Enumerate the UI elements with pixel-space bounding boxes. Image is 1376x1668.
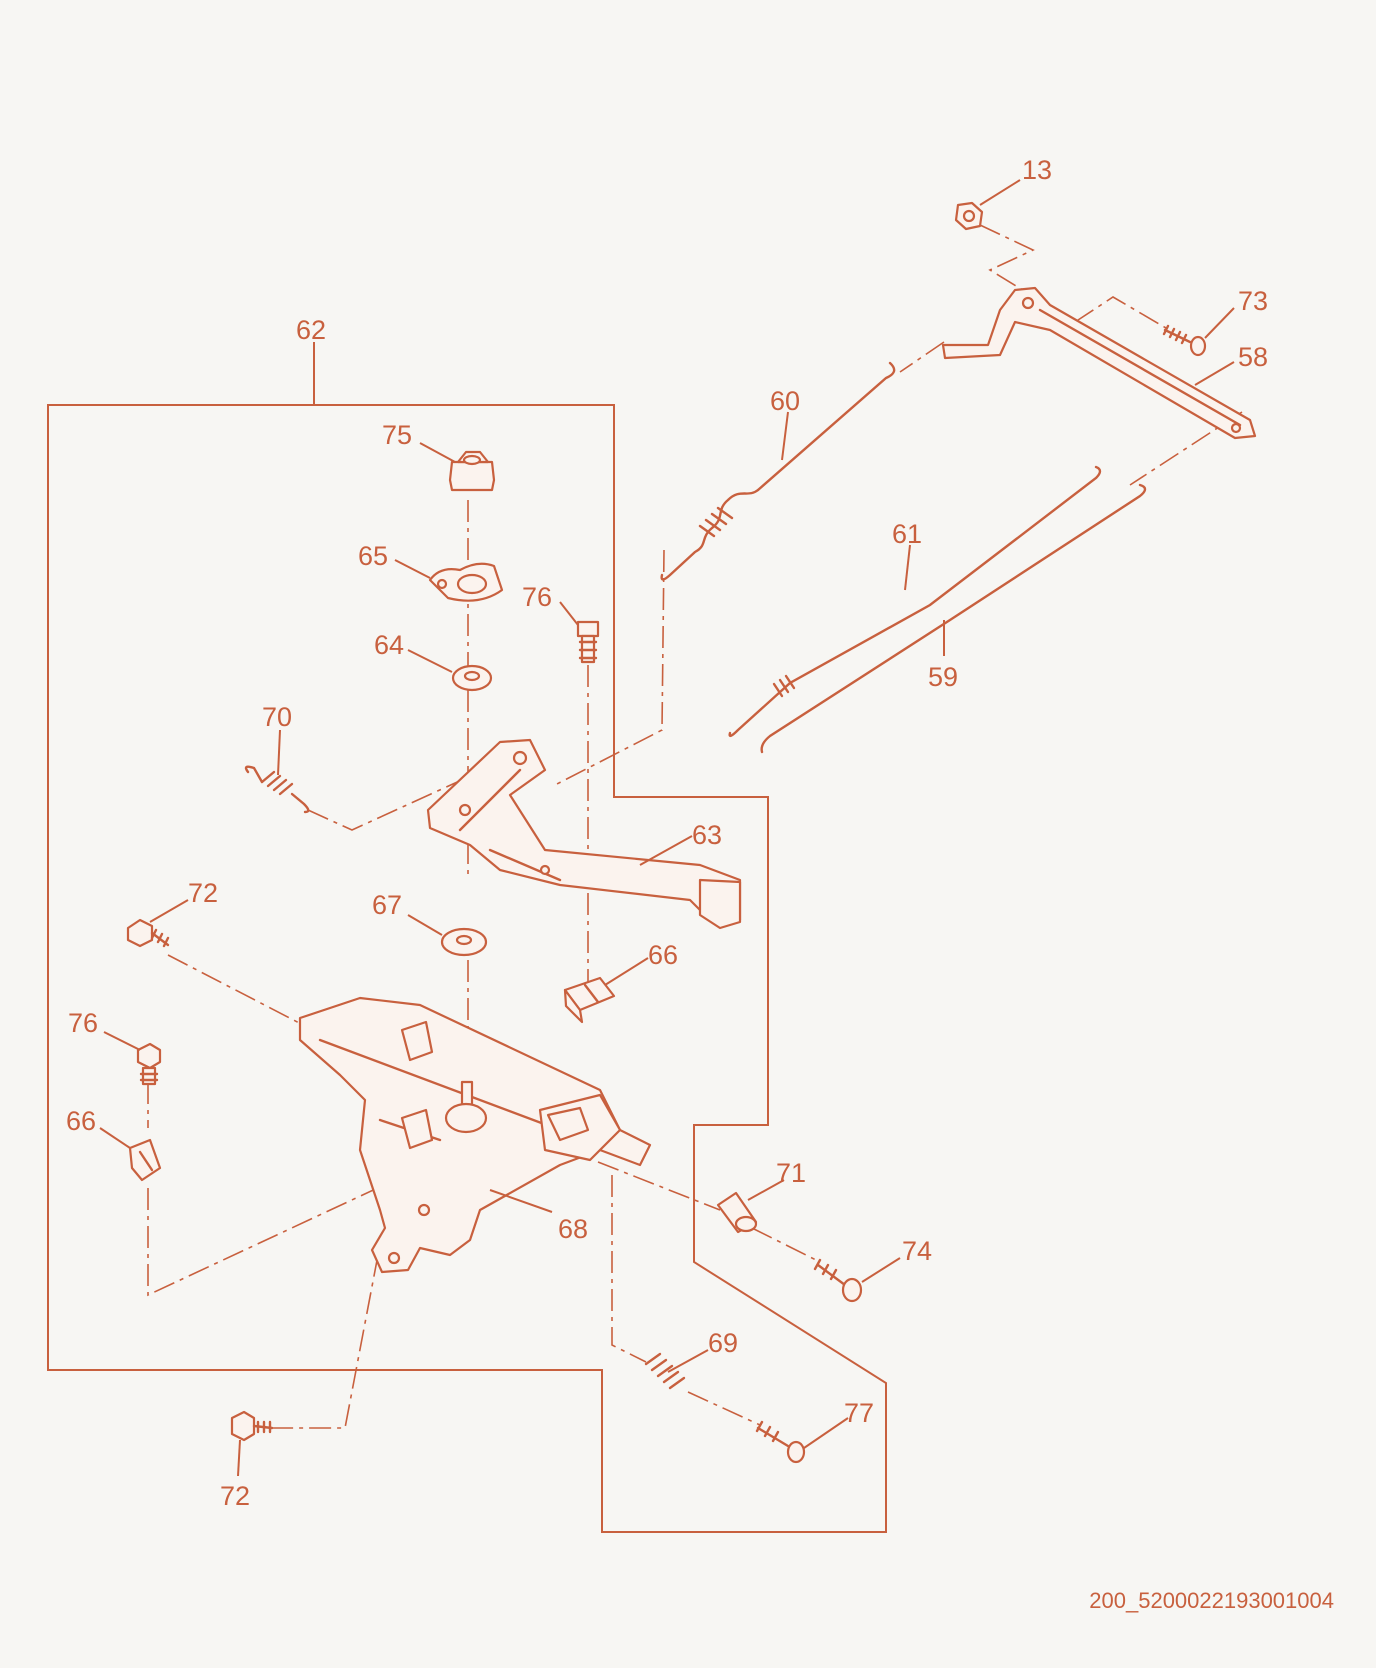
part-76-bolt-left [136,1042,162,1086]
callout-68: 68 [558,1214,588,1244]
drawing-code: 200_5200022193001004 [1089,1588,1334,1613]
part-67-washer [440,927,488,957]
part-66-clip-left [128,1138,162,1182]
part-69-spring [644,1352,686,1390]
callout-60: 60 [770,386,800,416]
part-68-bracket [298,996,652,1274]
callout-66-left: 66 [66,1106,96,1136]
part-72-bolt-upper [126,918,170,948]
part-59-choke-rod [760,483,1147,754]
part-74-screw [813,1258,863,1303]
callout-63: 63 [692,820,722,850]
assembly-outline-62 [47,404,887,1533]
callout-75: 75 [382,420,412,450]
part-60-governor-rod [660,361,896,581]
callout-13: 13 [1022,155,1052,185]
callout-61: 61 [892,519,922,549]
part-63-governor-lever [426,738,742,930]
callout-labels: 13 73 58 60 61 59 62 75 65 76 64 70 63 7… [66,155,1268,1511]
part-65-plate [428,562,504,602]
part-73-screw [1162,324,1207,357]
part-72-bolt-lower [230,1410,274,1442]
callout-67: 67 [372,890,402,920]
callout-62: 62 [296,315,326,345]
part-77-screw [755,1420,806,1464]
callout-74: 74 [902,1236,932,1266]
callout-70: 70 [262,702,292,732]
callout-77: 77 [844,1398,874,1428]
part-58-control-lever [941,286,1257,440]
callout-66-upper: 66 [648,940,678,970]
callout-73: 73 [1238,286,1268,316]
part-64-washer [451,664,493,692]
part-13-nut [954,201,984,231]
part-71-spacer [716,1191,758,1234]
leader-lines [99,179,1235,1477]
callout-58: 58 [1238,342,1268,372]
part-70-spring [244,765,310,814]
callout-76-left: 76 [68,1008,98,1038]
callout-72-upper: 72 [188,878,218,908]
part-75-nut [448,450,496,492]
callout-65: 65 [358,541,388,571]
callout-72-lower: 72 [220,1481,250,1511]
part-66-clip-upper [563,976,616,1024]
part-76-bolt-upper [576,620,600,664]
part-61-throttle-rod [728,465,1102,738]
callout-76-upper: 76 [522,582,552,612]
callout-64: 64 [374,630,404,660]
callout-69: 69 [708,1328,738,1358]
callout-71: 71 [776,1158,806,1188]
callout-59: 59 [928,662,958,692]
